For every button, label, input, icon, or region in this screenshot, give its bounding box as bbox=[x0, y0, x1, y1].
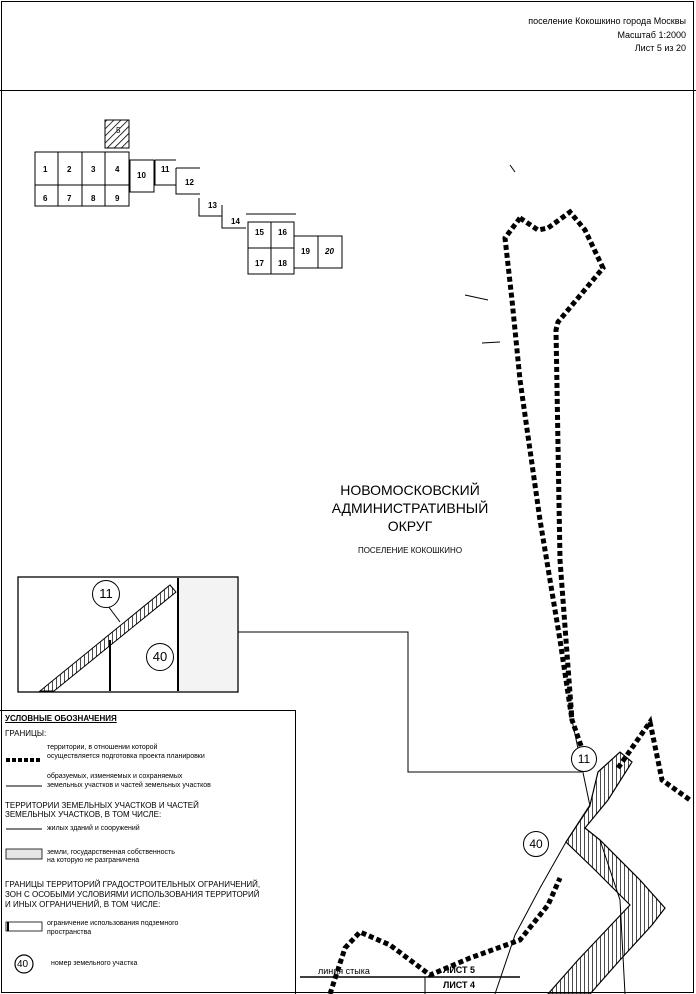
header-scale: Масштаб 1:2000 bbox=[617, 30, 686, 40]
legend-restrictions-line2: ЗОН С ОСОБЫМИ УСЛОВИЯМИ ИСПОЛЬЗОВАНИЯ ТЕ… bbox=[5, 890, 260, 899]
legend-parcel-number-sample: 40 bbox=[17, 959, 29, 970]
planning-area-boundary-bottom bbox=[327, 876, 563, 994]
legend-parcels-line1: образуемых, изменяемых и сохраняемых bbox=[47, 773, 183, 780]
district-name-line2: АДМИНИСТРАТИВНЫЙ bbox=[331, 500, 489, 516]
index-sheet-14: 14 bbox=[231, 217, 240, 226]
index-sheet-12: 12 bbox=[185, 178, 194, 187]
index-sheet-4: 4 bbox=[115, 165, 120, 174]
legend-state-land-line1: земли, государственная собственность bbox=[47, 849, 175, 856]
legend-underground-line1: ограничение использования подземного bbox=[47, 920, 179, 927]
inset-leader-line bbox=[238, 631, 582, 773]
index-sheet-10: 10 bbox=[137, 171, 146, 180]
planning-area-boundary-upper bbox=[518, 208, 606, 761]
district-name-line3: ОКРУГ bbox=[387, 518, 433, 534]
legend-title: УСЛОВНЫЕ ОБОЗНАЧЕНИЯ bbox=[5, 714, 117, 723]
index-sheet-7: 7 bbox=[67, 194, 72, 203]
legend: УСЛОВНЫЕ ОБОЗНАЧЕНИЯ ГРАНИЦЫ: территории… bbox=[3, 712, 295, 992]
legend-boundaries-heading: ГРАНИЦЫ: bbox=[5, 729, 47, 738]
index-sheet-17: 17 bbox=[255, 259, 264, 268]
legend-state-land-line2: на которую не разграничена bbox=[47, 857, 140, 864]
legend-planning-area-line2: осуществляется подготовка проекта планир… bbox=[47, 753, 205, 760]
index-sheet-18: 18 bbox=[278, 259, 287, 268]
index-sheet-3: 3 bbox=[91, 165, 96, 174]
index-sheet-9: 9 bbox=[115, 194, 120, 203]
index-sheet-20: 20 bbox=[325, 247, 334, 256]
index-sheet-1: 1 bbox=[43, 165, 48, 174]
sheet-above-label: ЛИСТ 5 bbox=[443, 965, 476, 975]
legend-restrictions-line3: И ИНЫХ ОГРАНИЧЕНИЙ, В ТОМ ЧИСЛЕ: bbox=[5, 900, 161, 909]
legend-territories-line2: ЗЕМЕЛЬНЫХ УЧАСТКОВ, В ТОМ ЧИСЛЕ: bbox=[5, 810, 162, 819]
map-marks bbox=[464, 164, 516, 344]
planning-area-boundary-left bbox=[502, 216, 575, 721]
index-sheet-19: 19 bbox=[301, 247, 310, 256]
map-parcel-11-marker: 11 bbox=[571, 746, 597, 772]
index-sheet-6: 6 bbox=[43, 194, 48, 203]
map-parcel-40-marker: 40 bbox=[523, 831, 549, 857]
header-sheet-number: Лист 5 из 20 bbox=[634, 43, 686, 53]
legend-restrictions-line1: ГРАНИЦЫ ТЕРРИТОРИЙ ГРАДОСТРОИТЕЛЬНЫХ ОГР… bbox=[5, 880, 261, 889]
header-settlement: поселение Кокошкино города Москвы bbox=[528, 16, 686, 26]
index-sheet-15: 15 bbox=[255, 228, 264, 237]
inset-detail bbox=[17, 576, 239, 693]
sheet-below-label: ЛИСТ 4 bbox=[443, 980, 476, 990]
legend-parcel-number-label: номер земельного участка bbox=[51, 960, 138, 967]
junction-line-label: линия стыка bbox=[318, 966, 370, 976]
index-sheet-11: 11 bbox=[161, 165, 170, 174]
planning-area-boundary-lower bbox=[615, 715, 692, 803]
district-name-line1: НОВОМОСКОВСКИЙ bbox=[340, 482, 480, 498]
index-sheet-16: 16 bbox=[278, 228, 287, 237]
index-sheet-8: 8 bbox=[91, 194, 96, 203]
legend-planning-area-line1: территории, в отношении которой bbox=[47, 744, 158, 751]
legend-underground-line2: пространства bbox=[47, 929, 92, 936]
settlement-label: ПОСЕЛЕНИЕ КОКОШКИНО bbox=[357, 546, 463, 555]
inset-parcel-11-marker: 11 bbox=[92, 580, 120, 608]
legend-symbols bbox=[5, 758, 43, 974]
index-sheet-13: 13 bbox=[208, 201, 217, 210]
index-sheet-5: 5 bbox=[116, 126, 121, 135]
index-map bbox=[34, 119, 343, 275]
inset-parcel-40-marker: 40 bbox=[146, 643, 174, 671]
legend-territories-line1: ТЕРРИТОРИИ ЗЕМЕЛЬНЫХ УЧАСТКОВ И ЧАСТЕЙ bbox=[5, 801, 199, 810]
legend-right-border bbox=[295, 710, 296, 994]
legend-top-border bbox=[0, 710, 295, 711]
header-divider bbox=[0, 90, 696, 91]
underground-restriction-area bbox=[547, 751, 666, 994]
legend-residential: жилых зданий и сооружений bbox=[47, 825, 140, 832]
legend-parcels-line2: земельных участков и частей земельных уч… bbox=[47, 782, 211, 789]
index-sheet-2: 2 bbox=[67, 165, 72, 174]
